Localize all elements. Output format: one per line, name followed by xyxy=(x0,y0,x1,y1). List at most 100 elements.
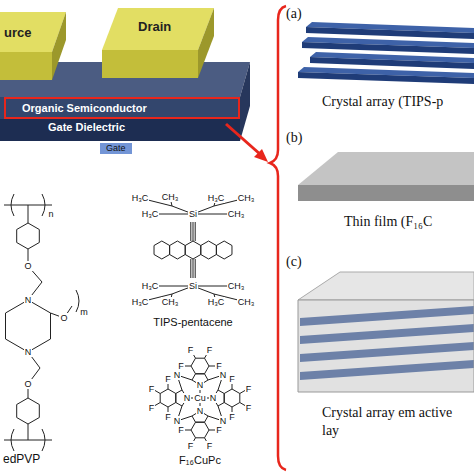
film-front xyxy=(298,185,474,201)
atom-label: Cu xyxy=(193,393,207,403)
atom-label: F xyxy=(245,403,253,413)
atom-label: Si xyxy=(188,209,198,219)
atom-label: N xyxy=(219,416,228,426)
compound-name: TIPS-pentacene xyxy=(152,316,234,328)
node-text: Gate xyxy=(106,144,126,153)
crystal-bar xyxy=(310,57,474,69)
atom-label: F xyxy=(206,441,214,451)
node-text: Drain xyxy=(138,20,171,33)
benzene-ring xyxy=(185,241,201,259)
atom-label: F xyxy=(148,403,156,413)
atom-label: CH₃ xyxy=(161,192,180,202)
benzene-ring xyxy=(170,241,186,259)
pvp-structure xyxy=(4,194,79,451)
compound-name: edPVP xyxy=(2,452,41,466)
atom-label: N xyxy=(173,370,182,380)
arrow-head xyxy=(254,149,268,162)
atom-label: Si xyxy=(188,281,198,291)
dielectric-front xyxy=(0,119,240,141)
atom-label: H₃C xyxy=(141,281,160,291)
panel-letter: (c) xyxy=(286,254,302,270)
node-text: Gate Dielectric xyxy=(48,122,240,133)
red-arrow xyxy=(226,124,261,155)
source-electrode: urce xyxy=(4,26,31,39)
panel-letter: (a) xyxy=(286,6,302,22)
panel-letter: (b) xyxy=(286,130,302,146)
atom-label: F xyxy=(187,345,195,355)
atom-label: F xyxy=(228,412,236,422)
atom-label: O xyxy=(59,313,68,323)
atom-label: N xyxy=(173,416,182,426)
device-side xyxy=(240,62,250,141)
atom-label: H₃C xyxy=(207,193,226,203)
subscript-label: n xyxy=(47,209,54,219)
atom-label: CH₃ xyxy=(237,297,256,307)
atom-label: N xyxy=(24,347,33,357)
atom-label: N xyxy=(196,380,205,390)
atom-label: F xyxy=(215,425,223,435)
subscript-label: m xyxy=(79,307,89,317)
drain-top xyxy=(102,8,214,50)
atom-label: N xyxy=(183,393,192,403)
atom-label: N xyxy=(196,406,205,416)
atom-label: F xyxy=(187,441,195,451)
atom-label: F xyxy=(245,384,253,394)
atom-label: F xyxy=(206,345,214,355)
benzo-ring xyxy=(224,389,240,407)
alkyne-bond xyxy=(195,222,196,241)
atom-label: F xyxy=(164,374,172,384)
drain-side xyxy=(198,8,214,78)
atom-label: CH₃ xyxy=(237,193,256,203)
film-top xyxy=(298,152,474,185)
atom-label: H₃C xyxy=(131,297,150,307)
atom-label: H₃C xyxy=(207,297,226,307)
atom-label: F xyxy=(177,425,185,435)
drain-electrode: Drain xyxy=(138,20,171,33)
atom-label: F xyxy=(148,384,156,394)
atom-label: F xyxy=(164,412,172,422)
benzo-ring xyxy=(160,389,176,407)
layer-overlay xyxy=(298,300,474,392)
benzene-ring xyxy=(216,241,232,259)
atom-label: N xyxy=(24,295,33,305)
panel-caption: Crystal array em active lay xyxy=(322,404,454,440)
semiconductor-front xyxy=(0,97,240,119)
atom-label: H₃C xyxy=(131,193,150,203)
atom-label: CH₃ xyxy=(227,209,246,219)
source-side xyxy=(52,12,66,80)
alkyne-bond xyxy=(190,259,191,278)
atom-label: N xyxy=(219,370,228,380)
atom-label: O xyxy=(23,261,32,271)
alkyne-bond xyxy=(195,259,196,278)
benzene-ring xyxy=(201,241,217,259)
benzo-ring xyxy=(191,422,209,438)
atom-label: F xyxy=(228,374,236,384)
node-text: urce xyxy=(4,26,31,39)
node-text: Organic Semiconductor xyxy=(22,103,238,114)
benzene-ring xyxy=(154,241,170,259)
layer-front xyxy=(298,300,474,392)
crystal-bar xyxy=(306,27,474,39)
atom-label: CH₃ xyxy=(227,281,246,291)
alkyne-bond xyxy=(193,222,194,241)
source-front xyxy=(0,52,52,80)
panel-caption: Thin film (F₁₆C xyxy=(344,214,432,230)
red-brace xyxy=(270,6,286,470)
alkyne-bond xyxy=(190,222,191,241)
semiconductor-layer: Organic Semiconductor xyxy=(4,97,240,119)
gate-electrode: Gate xyxy=(100,143,132,154)
alkyne-bond xyxy=(193,259,194,278)
drain-front xyxy=(102,50,198,78)
benzo-ring xyxy=(191,358,209,374)
atom-label: O xyxy=(23,379,32,389)
atom-label: N xyxy=(209,393,218,403)
atom-label: H₃C xyxy=(141,209,160,219)
crystal-bar xyxy=(302,42,474,54)
layer-top xyxy=(298,272,474,300)
panel-caption: Crystal array (TIPS-p xyxy=(322,94,443,110)
compound-name: F₁₆CuPc xyxy=(178,454,222,466)
crystal-bar xyxy=(298,72,474,84)
dielectric-layer: Gate Dielectric xyxy=(4,119,240,140)
atom-label: CH₃ xyxy=(161,297,180,307)
